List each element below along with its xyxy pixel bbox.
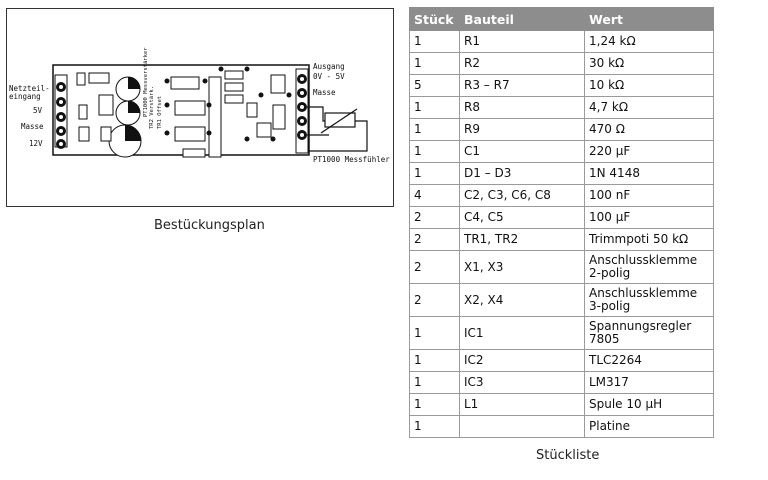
- cell-value: Trimmpoti 50 kΩ: [584, 228, 714, 251]
- cell-qty: 1: [409, 96, 460, 119]
- svg-text:TR1 Offset: TR1 Offset: [157, 96, 163, 129]
- header-bauteil: Bauteil: [459, 7, 585, 31]
- cell-part: R3 – R7: [459, 74, 585, 97]
- right-terminals: [295, 68, 309, 154]
- cell-qty: 1: [409, 393, 460, 416]
- pcb-drawing: TR2 Verstärk. TR1 Offset PT1000 Messvers…: [9, 47, 390, 164]
- label-5v: 5V: [33, 106, 43, 115]
- cell-part: [459, 415, 585, 438]
- cell-value: 10 kΩ: [584, 74, 714, 97]
- cell-qty: 1: [409, 52, 460, 75]
- cell-value: 1N 4148: [584, 162, 714, 185]
- table-header-row: Stück Bauteil Wert: [409, 7, 714, 31]
- cell-part: C4, C5: [459, 206, 585, 229]
- cell-value: Anschlussklemme 3-polig: [584, 283, 714, 317]
- cell-value: LM317: [584, 371, 714, 394]
- cell-part: IC3: [459, 371, 585, 394]
- cell-value: Spule 10 µH: [584, 393, 714, 416]
- cell-qty: 2: [409, 250, 460, 284]
- cell-part: R8: [459, 96, 585, 119]
- cell-part: R1: [459, 30, 585, 53]
- cell-part: C2, C3, C6, C8: [459, 184, 585, 207]
- label-12v: 12V: [29, 139, 43, 148]
- label-netzteil-1: Netzteil-: [9, 84, 50, 93]
- left-terminals: [54, 74, 68, 149]
- sensor-symbol: [307, 106, 368, 152]
- cell-qty: 2: [409, 206, 460, 229]
- cell-part: IC2: [459, 349, 585, 372]
- svg-text:PT1000 Messverstärker: PT1000 Messverstärker: [143, 47, 149, 117]
- cell-value: 100 µF: [584, 206, 714, 229]
- cell-qty: 2: [409, 283, 460, 317]
- cell-qty: 1: [409, 118, 460, 141]
- cell-value: Anschlussklemme 2-polig: [584, 250, 714, 284]
- cell-part: R9: [459, 118, 585, 141]
- parts-caption: Stückliste: [536, 448, 600, 463]
- assembly-plan-frame: TR2 Verstärk. TR1 Offset PT1000 Messvers…: [6, 8, 394, 207]
- label-netzteil-2: eingang: [9, 92, 41, 101]
- label-ausgang: Ausgang: [313, 62, 345, 71]
- cell-value: 1,24 kΩ: [584, 30, 714, 53]
- cell-part: X1, X3: [459, 250, 585, 284]
- cell-qty: 1: [409, 349, 460, 372]
- cell-value: Platine: [584, 415, 714, 438]
- cell-qty: 4: [409, 184, 460, 207]
- header-wert: Wert: [584, 7, 714, 31]
- cell-qty: 1: [409, 316, 460, 350]
- cell-qty: 1: [409, 30, 460, 53]
- cell-value: 4,7 kΩ: [584, 96, 714, 119]
- cell-value: Spannungsregler 7805: [584, 316, 714, 350]
- cell-value: 100 nF: [584, 184, 714, 207]
- cell-qty: 1: [409, 415, 460, 438]
- components-left: [76, 72, 114, 142]
- cell-qty: 1: [409, 371, 460, 394]
- cell-part: TR1, TR2: [459, 228, 585, 251]
- pads: [164, 66, 292, 142]
- plan-caption: Bestückungsplan: [154, 218, 265, 233]
- header-stueck: Stück: [409, 7, 460, 31]
- cell-part: R2: [459, 52, 585, 75]
- capacitors: [108, 76, 142, 158]
- cell-qty: 2: [409, 228, 460, 251]
- table-row: 1 Platine: [409, 415, 714, 438]
- cell-qty: 1: [409, 162, 460, 185]
- cell-part: IC1: [459, 316, 585, 350]
- components-center: [170, 70, 286, 158]
- cell-part: C1: [459, 140, 585, 163]
- cell-value: TLC2264: [584, 349, 714, 372]
- cell-part: L1: [459, 393, 585, 416]
- svg-text:TR2 Verstärk.: TR2 Verstärk.: [149, 86, 155, 129]
- cell-qty: 5: [409, 74, 460, 97]
- cell-part: D1 – D3: [459, 162, 585, 185]
- label-sensor: PT1000 Messfühler: [313, 155, 390, 164]
- cell-qty: 1: [409, 140, 460, 163]
- label-masse-left: Masse: [21, 122, 44, 131]
- label-masse-right: Masse: [313, 88, 336, 97]
- label-range: 0V - 5V: [313, 72, 345, 81]
- cell-value: 470 Ω: [584, 118, 714, 141]
- cell-part: X2, X4: [459, 283, 585, 317]
- cell-value: 220 µF: [584, 140, 714, 163]
- cell-value: 30 kΩ: [584, 52, 714, 75]
